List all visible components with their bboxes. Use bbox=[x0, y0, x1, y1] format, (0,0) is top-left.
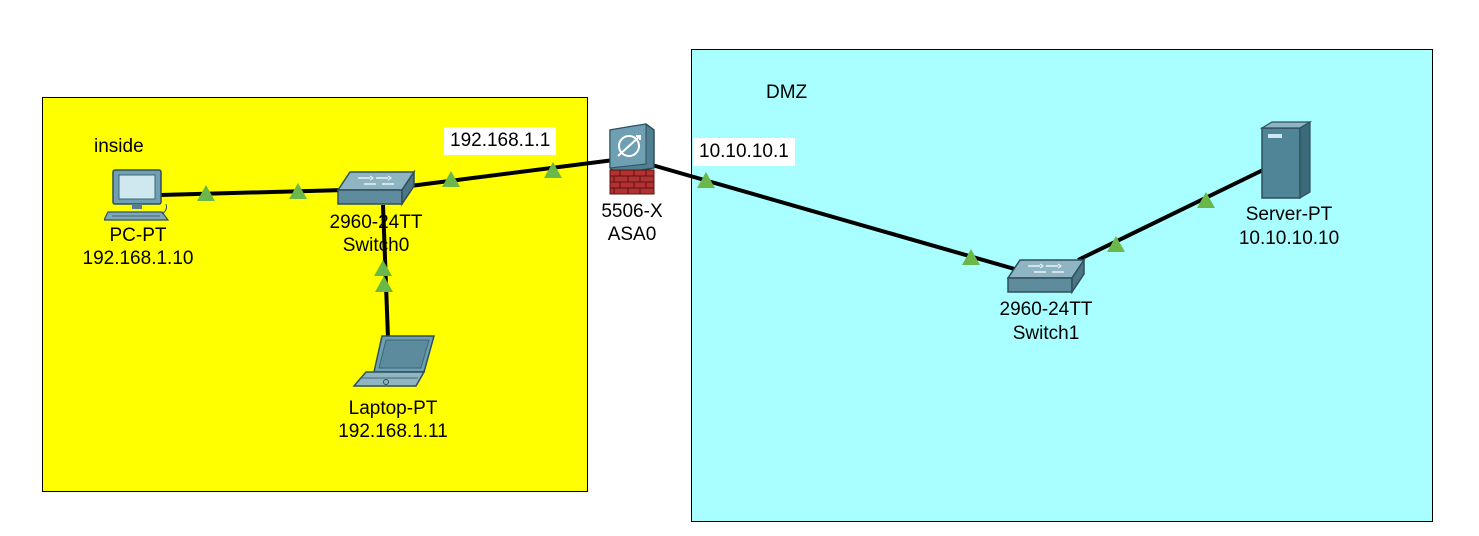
switch1-name-label: Switch1 bbox=[1012, 323, 1080, 344]
firewall-icon[interactable] bbox=[608, 120, 658, 196]
asa-model-label: 5506-X bbox=[601, 201, 663, 222]
link-switch0-asa[interactable] bbox=[409, 158, 615, 188]
asa-inside-ip-label: 192.168.1.1 bbox=[444, 127, 557, 155]
asa-name-label: ASA0 bbox=[607, 224, 657, 245]
switch1-model-label: 2960-24TT bbox=[999, 299, 1093, 320]
pc-ip-label: 192.168.1.10 bbox=[82, 248, 194, 269]
link-status-up-icon bbox=[697, 172, 715, 188]
link-status-up-icon bbox=[374, 260, 392, 276]
asa-dmz-ip-label: 10.10.10.1 bbox=[693, 138, 795, 166]
pc-icon[interactable] bbox=[104, 168, 170, 224]
laptop-model-label: Laptop-PT bbox=[348, 398, 438, 419]
link-status-up-icon bbox=[1197, 192, 1215, 208]
inside-zone bbox=[42, 97, 588, 492]
link-switch1-server[interactable] bbox=[1077, 168, 1264, 262]
link-status-up-icon bbox=[375, 276, 393, 292]
dmz-zone-label: DMZ bbox=[766, 82, 808, 103]
switch0-model-label: 2960-24TT bbox=[329, 212, 423, 233]
link-status-up-icon bbox=[544, 162, 562, 178]
switch-icon[interactable] bbox=[1006, 256, 1086, 300]
pc-model-label: PC-PT bbox=[109, 225, 167, 246]
switch0-name-label: Switch0 bbox=[342, 235, 410, 256]
server-icon[interactable] bbox=[1260, 120, 1312, 200]
link-status-up-icon bbox=[1107, 236, 1125, 252]
switch-icon[interactable] bbox=[336, 168, 416, 212]
server-model-label: Server-PT bbox=[1245, 204, 1333, 225]
link-status-up-icon bbox=[442, 171, 460, 187]
link-status-up-icon bbox=[962, 249, 980, 265]
laptop-icon[interactable] bbox=[352, 334, 438, 392]
server-ip-label: 10.10.10.10 bbox=[1238, 228, 1340, 249]
link-pc-switch0[interactable] bbox=[159, 188, 346, 197]
link-status-up-icon bbox=[197, 185, 215, 201]
link-asa-switch1[interactable] bbox=[651, 163, 1019, 272]
inside-zone-label: inside bbox=[94, 136, 144, 157]
laptop-ip-label: 192.168.1.11 bbox=[338, 421, 448, 442]
link-status-up-icon bbox=[289, 183, 307, 199]
